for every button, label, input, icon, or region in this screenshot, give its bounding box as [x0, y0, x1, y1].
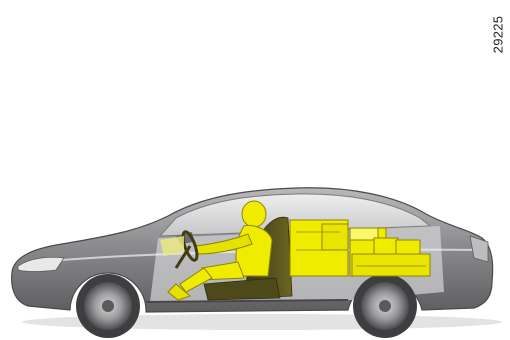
rear-wheel — [353, 274, 417, 338]
front-wheel — [76, 274, 140, 338]
box-floor — [352, 254, 430, 276]
box-stacked-top — [322, 224, 348, 250]
